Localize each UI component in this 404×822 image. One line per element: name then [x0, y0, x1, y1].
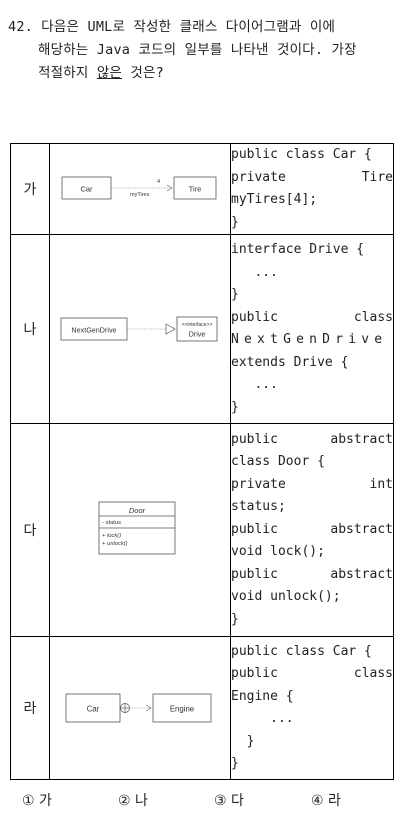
hollow-triangle-arrow-icon [165, 323, 176, 335]
code-line: NextGenDrive [231, 332, 388, 347]
uml-class-nextgendrive: NextGenDrive [71, 326, 116, 335]
code-line: interface Drive { [231, 242, 365, 257]
uml-class-tire: Tire [189, 185, 202, 194]
question-line-1: 42. 다음은 UML로 작성한 클래스 다이어그램과 이에 [8, 19, 336, 35]
row-label: 라 [10, 636, 50, 780]
uml-stereotype: <<interface>> [182, 322, 213, 328]
arrowhead-icon [145, 704, 152, 712]
code-line: public abstract [231, 521, 393, 537]
uml-interface-box [176, 316, 218, 342]
uml-diagram-car-tire: Car 4 myTires Tire [49, 143, 231, 235]
uml-association-svg: Car 4 myTires Tire [61, 176, 217, 200]
answer-option-4[interactable]: ④ 라 [311, 793, 341, 809]
table-row: 다 Door - status + lock() + unlock() publ… [10, 423, 394, 637]
code-line: extends Drive { [231, 354, 349, 370]
code-line: myTires[4]; [231, 192, 318, 207]
code-line: ... [231, 264, 278, 280]
java-code-block: public class Car { private Tire myTires[… [230, 143, 394, 235]
code-line: status; [231, 499, 286, 515]
code-line: public abstract [231, 566, 393, 582]
answer-option-3[interactable]: ③ 다 [214, 793, 244, 809]
uml-class-door: Door [129, 506, 146, 515]
code-line: } [231, 214, 239, 230]
java-code-block: public abstract class Door { private int… [230, 423, 394, 637]
code-line: private int [231, 476, 393, 492]
comparison-table: 가 Car 4 myTires Tire public class Car { … [10, 143, 394, 780]
uml-class-engine: Engine [170, 705, 194, 714]
table-row: 나 NextGenDrive <<interface>> Drive inter… [10, 234, 394, 424]
question-line-3: 적절하지 않은 것은? [8, 62, 396, 85]
question-line-3a: 적절하지 [38, 65, 97, 81]
question-text: 42. 다음은 UML로 작성한 클래스 다이어그램과 이에 해당하는 Java… [8, 16, 396, 85]
code-line: } [231, 733, 255, 749]
row-label: 나 [10, 234, 50, 424]
code-line: } [231, 287, 239, 302]
code-line: Engine { [231, 688, 294, 704]
row-label: 가 [10, 143, 50, 235]
code-line: private Tire [231, 169, 393, 185]
uml-operation-unlock: + unlock() [102, 541, 128, 547]
uml-class-box-engine [152, 693, 212, 723]
question-emphasis: 않은 [96, 65, 123, 81]
uml-diagram-realization: NextGenDrive <<interface>> Drive [49, 234, 231, 424]
uml-role-name: myTires [130, 192, 150, 198]
uml-multiplicity: 4 [157, 179, 160, 185]
code-line: public class Car { [231, 643, 372, 659]
uml-class-svg: Door - status + lock() + unlock() [98, 501, 176, 555]
code-line: void unlock(); [231, 589, 341, 605]
uml-realization-svg: NextGenDrive <<interface>> Drive [60, 316, 218, 342]
uml-attribute-status: - status [102, 520, 121, 526]
table-row: 라 Car Engine public class Car { public c… [10, 636, 394, 780]
uml-nesting-svg: Car Engine [65, 693, 212, 723]
code-line: ... [231, 377, 278, 392]
uml-interface-drive: Drive [189, 330, 206, 339]
uml-class-car: Car [87, 705, 100, 714]
uml-operation-lock: + lock() [102, 533, 121, 539]
answer-option-2[interactable]: ② 나 [118, 793, 148, 809]
java-code-block: interface Drive { ... } public class Nex… [230, 234, 394, 424]
code-line: ... [231, 711, 294, 726]
answer-option-1[interactable]: ① 가 [22, 793, 52, 809]
row-label: 다 [10, 423, 50, 637]
code-line: public class [231, 309, 393, 325]
code-line: } [231, 399, 239, 415]
uml-diagram-door: Door - status + lock() + unlock() [49, 423, 231, 637]
code-line: public class [231, 666, 393, 681]
question-line-3b: 것은? [122, 65, 164, 81]
question-line-2: 해당하는 Java 코드의 일부를 나타낸 것이다. 가장 [38, 42, 357, 58]
code-line: class Door { [231, 454, 325, 470]
code-line: } [231, 756, 239, 771]
uml-class-car: Car [80, 185, 93, 194]
uml-diagram-nested: Car Engine [49, 636, 231, 780]
code-line: void lock(); [231, 544, 325, 560]
uml-class-box-car [65, 693, 121, 723]
code-line: public class Car { [231, 147, 372, 162]
uml-class-box-tire [173, 176, 217, 200]
code-line: } [231, 611, 239, 627]
table-row: 가 Car 4 myTires Tire public class Car { … [10, 143, 394, 235]
arrowhead-icon [166, 184, 173, 192]
java-code-block: public class Car { public class Engine {… [230, 636, 394, 780]
code-line: public abstract [231, 431, 393, 447]
